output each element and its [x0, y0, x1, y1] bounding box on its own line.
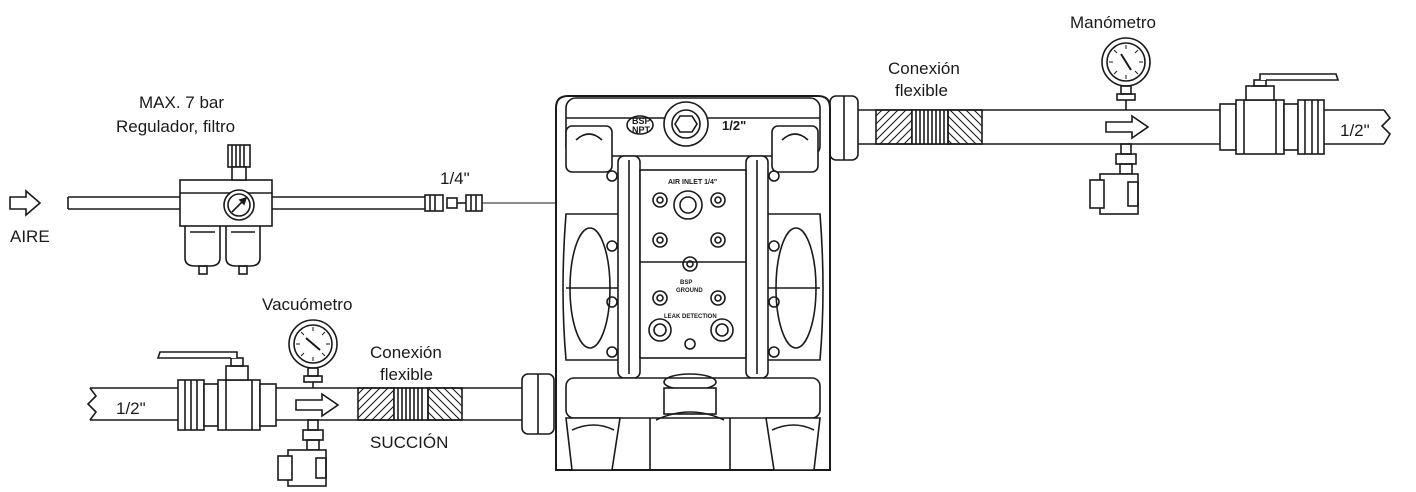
outlet-flex-label-1: Conexión [888, 59, 960, 78]
diaphragm-pump: BSP NPT 1/2" AIR INLET 1/4" BSP GROUND L… [555, 95, 831, 471]
regulator-filter [179, 144, 273, 275]
outlet-drain-valve [1089, 143, 1139, 215]
inlet-ball-valve [156, 351, 277, 431]
outlet-ball-valve [1219, 73, 1340, 155]
outlet-flow-arrow [1105, 114, 1150, 140]
bsp-ground-tag-1: BSP [680, 280, 692, 286]
inlet-manifold-fitting [521, 373, 555, 435]
inlet-flow-arrow [295, 392, 340, 418]
inlet-flex-label-1: Conexión [370, 343, 442, 362]
outlet-size-label: 1/2" [1340, 121, 1370, 140]
air-hose [67, 196, 180, 210]
air-inlet-tag: AIR INLET 1/4" [668, 179, 717, 186]
air-inlet-arrow [9, 189, 42, 217]
inlet-drain-valve [277, 419, 327, 487]
regulator-max-label: MAX. 7 bar [139, 93, 224, 112]
inlet-size-label: 1/2" [116, 399, 146, 418]
manometer-gauge [1101, 37, 1151, 110]
manometer-label: Manómetro [1070, 13, 1156, 32]
bsp-ground-tag-2: GROUND [676, 288, 703, 294]
suction-label: SUCCIÓN [370, 433, 448, 452]
air-line-size-label: 1/4" [440, 169, 470, 188]
inlet-flex-label-2: flexible [380, 365, 433, 384]
regulator-filter-label: Regulador, filtro [116, 117, 235, 136]
air-label: AIRE [10, 227, 50, 246]
outlet-pipe-end [1324, 109, 1392, 145]
inlet-flexible-hose [357, 387, 463, 421]
vacuometer-label: Vacuómetro [262, 295, 352, 314]
leak-detection-tag: LEAK DETECTION [664, 314, 717, 320]
pump-bsp-tag-1: BSP [632, 116, 651, 126]
inlet-pipe-end [86, 387, 180, 421]
outlet-flexible-hose [875, 109, 983, 145]
outlet-flex-label-2: flexible [895, 81, 948, 100]
pump-top-size-label: 1/2" [722, 118, 746, 133]
pump-bsp-tag-2: NPT [632, 125, 651, 135]
vacuometer-gauge [288, 319, 338, 388]
